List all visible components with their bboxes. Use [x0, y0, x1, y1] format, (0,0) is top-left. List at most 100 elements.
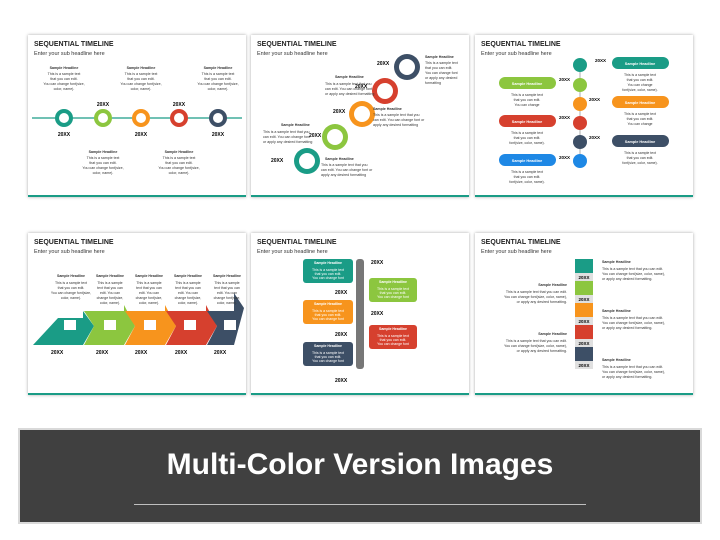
svg-text:This is a sample text: This is a sample text: [511, 93, 543, 97]
svg-text:that you can edit.: that you can edit.: [627, 78, 654, 82]
svg-text:You can change font(size,: You can change font(size,: [43, 82, 84, 86]
svg-text:This is a sample text: This is a sample text: [624, 151, 656, 155]
svg-text:Sample Headline: Sample Headline: [174, 274, 202, 278]
svg-text:Sample Headline: Sample Headline: [314, 261, 342, 265]
svg-text:This is a sample text: This is a sample text: [312, 268, 344, 272]
svg-text:or apply any desired formattin: or apply any desired formatting.: [602, 277, 652, 281]
svg-text:Sample Headline: Sample Headline: [602, 260, 631, 264]
svg-text:This is a sample: This is a sample: [175, 281, 200, 285]
svg-text:that you can edit.: that you can edit.: [165, 161, 192, 165]
svg-text:Sample Headline: Sample Headline: [512, 82, 542, 86]
svg-text:that you can edit.: that you can edit.: [514, 175, 541, 179]
svg-text:Sample Headline: Sample Headline: [379, 280, 407, 284]
svg-text:edit. You can: edit. You can: [100, 291, 120, 295]
svg-text:This is a sample text: This is a sample text: [163, 156, 196, 160]
svg-text:color, name).: color, name).: [100, 301, 120, 305]
banner-title: Multi-Color Version Images: [166, 448, 554, 481]
slide-3[interactable]: SEQUENTIAL TIMELINE Enter your sub headl…: [475, 35, 693, 197]
svg-text:20XX: 20XX: [589, 135, 600, 140]
svg-text:20XX: 20XX: [578, 363, 589, 368]
svg-text:change font(size,: change font(size,: [136, 296, 163, 300]
svg-text:You can change font(size, colo: You can change font(size, color, name),: [504, 344, 567, 348]
accent-bar: [28, 195, 246, 197]
svg-text:20XX: 20XX: [173, 102, 186, 108]
svg-text:or apply any desired formattin: or apply any desired formatting.: [517, 300, 567, 304]
banner-divider: [134, 504, 586, 505]
slide-6[interactable]: SEQUENTIAL TIMELINE Enter your sub headl…: [475, 233, 693, 395]
accent-bar: [475, 195, 693, 197]
svg-text:Sample Headline: Sample Headline: [127, 66, 156, 70]
svg-text:20XX: 20XX: [309, 133, 322, 139]
svg-text:20XX: 20XX: [595, 58, 606, 63]
svg-text:Sample Headline: Sample Headline: [96, 274, 124, 278]
slide-5[interactable]: SEQUENTIAL TIMELINE Enter your sub headl…: [251, 233, 469, 395]
svg-text:20XX: 20XX: [271, 158, 284, 164]
svg-text:Sample Headline: Sample Headline: [204, 66, 233, 70]
svg-text:edit. You can: edit. You can: [217, 291, 237, 295]
svg-text:that you can edit.: that you can edit.: [514, 98, 541, 102]
slide-1[interactable]: SEQUENTIAL TIMELINE Enter your sub headl…: [28, 35, 246, 197]
svg-text:can edit. You can change font: can edit. You can change font or: [321, 168, 373, 172]
svg-text:This is a sample text that you: This is a sample text that you: [263, 130, 310, 134]
svg-text:20XX: 20XX: [371, 311, 384, 317]
svg-text:20XX: 20XX: [333, 109, 346, 115]
svg-text:20XX: 20XX: [51, 350, 64, 356]
svg-text:You can change font(size,: You can change font(size,: [158, 166, 199, 170]
svg-text:20XX: 20XX: [96, 350, 109, 356]
svg-text:You can change font: You can change font: [312, 359, 344, 363]
svg-text:that you can edit.: that you can edit.: [514, 136, 541, 140]
svg-text:This is a sample: This is a sample: [136, 281, 161, 285]
svg-text:color, name).: color, name).: [61, 296, 81, 300]
svg-text:edit. You can: edit. You can: [178, 291, 198, 295]
svg-text:Sample Headline: Sample Headline: [512, 159, 542, 163]
svg-text:color, name).: color, name).: [178, 301, 198, 305]
slide-title: SEQUENTIAL TIMELINE: [257, 239, 337, 246]
svg-text:Sample Headline: Sample Headline: [213, 274, 241, 278]
slide-title: SEQUENTIAL TIMELINE: [34, 239, 114, 246]
slide-title: SEQUENTIAL TIMELINE: [257, 41, 337, 48]
svg-text:Sample Headline: Sample Headline: [625, 140, 655, 144]
svg-text:20XX: 20XX: [377, 61, 390, 67]
svg-text:This is a sample text that you: This is a sample text that you: [373, 113, 420, 117]
svg-text:You can change font: You can change font: [425, 71, 458, 75]
svg-text:You can change font(size, colo: You can change font(size, color, name),: [602, 370, 665, 374]
svg-text:20XX: 20XX: [355, 84, 368, 90]
svg-text:Sample Headline: Sample Headline: [538, 283, 567, 287]
svg-text:color, name).: color, name).: [217, 301, 237, 305]
svg-text:This is a sample text: This is a sample text: [377, 334, 409, 338]
svg-text:apply any desired formatting: apply any desired formatting: [373, 123, 418, 127]
svg-text:color, name).: color, name).: [208, 87, 229, 91]
svg-text:This is a sample text: This is a sample text: [125, 72, 158, 76]
slide-subtitle: Enter your sub headline here: [257, 249, 328, 255]
svg-text:Sample Headline: Sample Headline: [57, 274, 85, 278]
slide-4[interactable]: SEQUENTIAL TIMELINE Enter your sub headl…: [28, 233, 246, 395]
svg-text:that you can edit.: that you can edit.: [315, 313, 342, 317]
svg-text:font(size, color, name).: font(size, color, name).: [509, 141, 544, 145]
svg-text:edit. You can: edit. You can: [139, 291, 159, 295]
accent-bar: [251, 195, 469, 197]
svg-text:color, name).: color, name).: [131, 87, 152, 91]
svg-text:You can change font(size,: You can change font(size,: [82, 166, 123, 170]
svg-text:that you can edit.: that you can edit.: [315, 355, 342, 359]
slide-subtitle: Enter your sub headline here: [257, 51, 328, 57]
svg-text:Sample Headline: Sample Headline: [538, 332, 567, 336]
svg-text:Sample Headline: Sample Headline: [373, 107, 402, 111]
svg-text:This is a sample text that you: This is a sample text that you can edit.: [602, 267, 663, 271]
svg-text:This is a sample text that you: This is a sample text that you: [325, 82, 372, 86]
svg-text:20XX: 20XX: [212, 132, 225, 138]
slide-2[interactable]: SEQUENTIAL TIMELINE Enter your sub headl…: [251, 35, 469, 197]
svg-text:that you can edit.: that you can edit.: [315, 272, 342, 276]
svg-text:You can change font: You can change font: [312, 276, 344, 280]
svg-text:text that you can: text that you can: [214, 286, 240, 290]
svg-text:color, name).: color, name).: [54, 87, 75, 91]
svg-text:Sample Headline: Sample Headline: [89, 150, 118, 154]
svg-text:or apply any desired formattin: or apply any desired formatting: [263, 140, 312, 144]
svg-text:or apply any desired formattin: or apply any desired formatting.: [517, 349, 567, 353]
accent-bar: [28, 393, 246, 395]
svg-text:Sample Headline: Sample Headline: [379, 327, 407, 331]
svg-text:This is a sample text: This is a sample text: [55, 281, 87, 285]
svg-text:that you can edit.: that you can edit.: [425, 66, 452, 70]
svg-text:This is a sample text: This is a sample text: [312, 309, 344, 313]
